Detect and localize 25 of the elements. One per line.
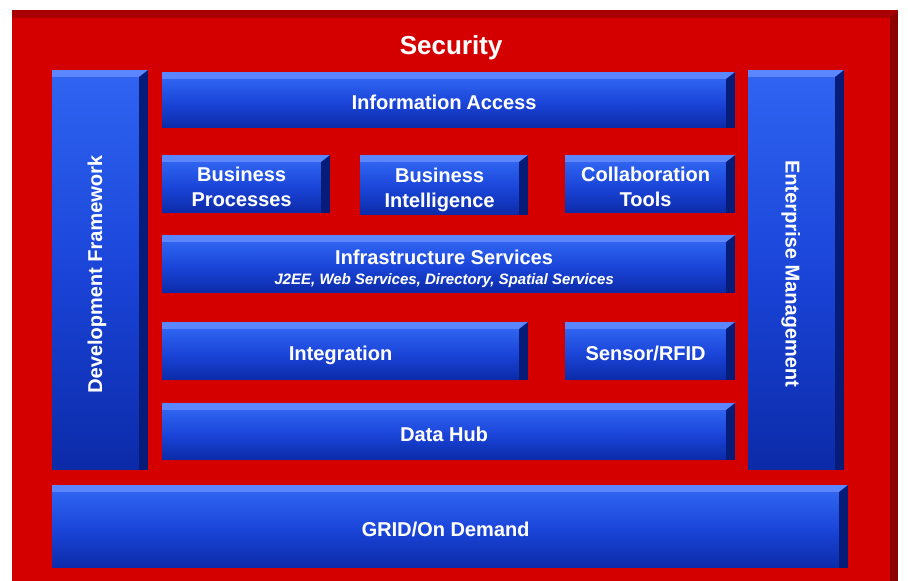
block-title: GRID/On Demand	[362, 518, 530, 542]
vertical-block	[748, 70, 844, 470]
block-title: Information Access	[352, 91, 536, 116]
security-frame	[12, 10, 898, 581]
layer-block	[162, 322, 528, 380]
block-title: Integration	[288, 342, 392, 367]
frame-title: Security	[398, 29, 504, 62]
block-subtitle: J2EE, Web Services, Directory, Spatial Services	[274, 270, 614, 290]
layer-block	[162, 72, 735, 128]
layer-block	[162, 403, 735, 460]
block-title: Business Processes	[190, 162, 293, 212]
block-title: Enterprise Management	[780, 160, 804, 387]
vertical-block	[52, 70, 148, 470]
block-title: Data Hub	[400, 422, 488, 448]
layer-block	[52, 485, 848, 568]
layer-block	[565, 155, 735, 213]
block-title: Sensor/RFID	[585, 342, 706, 367]
block-title: Business Intelligence	[383, 164, 496, 214]
block-title: Collaboration Tools	[580, 162, 711, 212]
layer-block	[565, 322, 735, 380]
block-title: Development Framework	[84, 154, 108, 392]
layer-block	[162, 155, 330, 213]
layer-block	[360, 155, 528, 215]
block-title: Infrastructure Services	[335, 246, 553, 271]
layer-block	[162, 235, 735, 293]
